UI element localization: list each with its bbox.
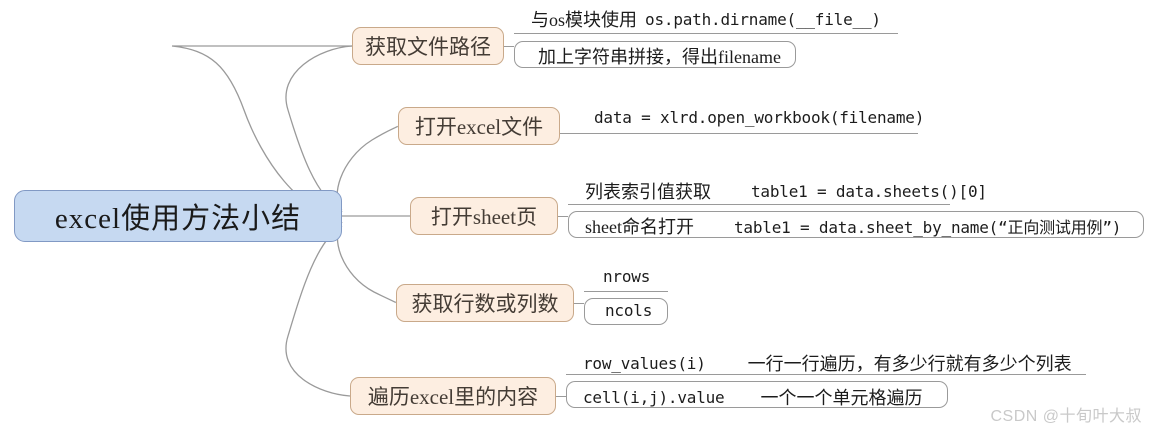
branch-5-leaf-1: row_values(i) 一行一行遍历，有多少行就有多少个列表 <box>583 350 1072 376</box>
branch-3-stub <box>558 216 568 217</box>
branch-5-leaf-2: cell(i,j).value 一个一个单元格遍历 <box>583 384 923 410</box>
branch-3-leaf-box <box>568 211 1144 238</box>
branch-node-3[interactable]: 打开sheet页 <box>410 197 558 235</box>
branch-node-2-label: 打开excel文件 <box>414 115 544 139</box>
branch-node-4-label: 获取行数或列数 <box>411 292 559 316</box>
branch-node-3-label: 打开sheet页 <box>430 205 538 229</box>
branch-3-leaf-2-left: sheet命名打开 <box>585 217 694 237</box>
branch-node-5-label: 遍历excel里的内容 <box>367 385 539 409</box>
branch-4-leaf-1-right: nrows <box>603 267 651 286</box>
branch-5-leaf-box <box>566 381 948 408</box>
branch-4-leaf-2: ncols <box>605 301 652 320</box>
branch-node-1[interactable]: 获取文件路径 <box>352 27 504 65</box>
wire-branch-4 <box>336 221 397 304</box>
branch-5-stub <box>556 396 566 397</box>
branch-4-leaf-1-underline <box>584 291 668 292</box>
branch-5-leaf-2-left: cell(i,j).value <box>583 387 725 407</box>
branch-1-leaf-box <box>514 41 796 68</box>
branch-node-5[interactable]: 遍历excel里的内容 <box>350 377 556 415</box>
branch-3-leaf-1-underline <box>568 204 950 205</box>
root-node[interactable]: excel使用方法小结 <box>14 190 342 242</box>
branch-4-leaf-box <box>584 298 668 325</box>
wire-branch-5 <box>285 225 351 397</box>
branch-3-leaf-1-left: 列表索引值获取 <box>585 182 711 202</box>
branch-2-leaf-1: data = xlrd.open_workbook(filename) <box>594 108 924 127</box>
csdn-watermark: CSDN @十旬叶大叔 <box>990 408 1142 425</box>
branch-1-stub <box>504 46 514 47</box>
branch-node-1-label: 获取文件路径 <box>365 35 491 59</box>
branch-node-2[interactable]: 打开excel文件 <box>398 107 560 145</box>
branch-3-leaf-2: sheet命名打开 table1 = data.sheet_by_name(“正… <box>585 213 1121 239</box>
branch-5-leaf-1-underline <box>566 374 1086 375</box>
branch-1-leaf-1-right: os.path.dirname(__file__) <box>645 9 881 29</box>
branch-node-4[interactable]: 获取行数或列数 <box>396 284 574 322</box>
branch-1-leaf-1-underline <box>514 33 898 34</box>
branch-3-leaf-1: 列表索引值获取 table1 = data.sheets()[0] <box>585 178 987 204</box>
branch-1-leaf-1: 与os模块使用 os.path.dirname(__file__) <box>531 6 881 32</box>
branch-1-leaf-1-left: 与os模块使用 <box>531 10 638 30</box>
branch-5-leaf-1-right: 一行一行遍历，有多少行就有多少个列表 <box>747 354 1072 374</box>
branch-4-leaf-1: nrows <box>603 267 650 286</box>
branch-2-leaf-1-underline <box>560 133 918 134</box>
branch-1-leaf-2: 加上字符串拼接，得出filename <box>538 43 781 69</box>
branch-1-leaf-2-left: 加上字符串拼接，得出filename <box>538 47 781 67</box>
branch-5-leaf-2-right: 一个一个单元格遍历 <box>760 388 923 408</box>
branch-4-leaf-2-right: ncols <box>605 301 653 320</box>
wire-branch-2 <box>336 125 399 213</box>
branch-5-leaf-1-left: row_values(i) <box>583 353 706 373</box>
branch-3-leaf-1-right: table1 = data.sheets()[0] <box>751 181 987 201</box>
root-node-label: excel使用方法小结 <box>54 203 302 235</box>
branch-3-leaf-2-right: table1 = data.sheet_by_name(“正向测试用例”) <box>733 218 1122 237</box>
branch-4-stub <box>574 303 584 304</box>
wire-branch-1 <box>285 45 353 211</box>
branch-2-leaf-1-right: data = xlrd.open_workbook(filename) <box>594 108 925 127</box>
